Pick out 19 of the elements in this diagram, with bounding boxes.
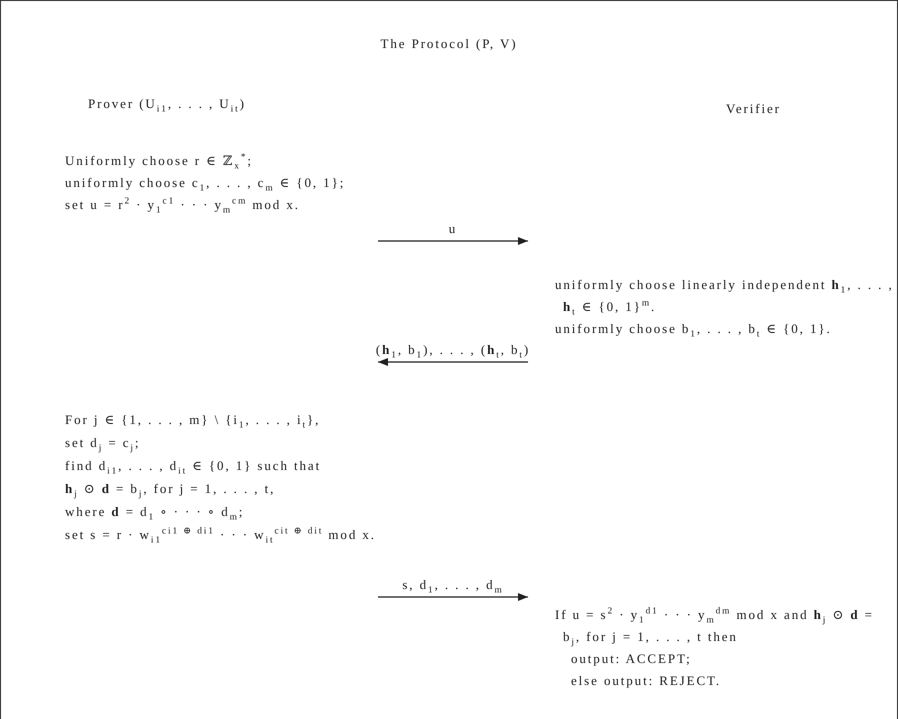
arrow (378, 237, 528, 245)
diagram-title: The Protocol (P, V) (380, 36, 518, 52)
protocol-step-text: uniformly choose c$_{1}$, . . . , c$_{m}$ ∈ {0, 1}; (65, 174, 346, 194)
protocol-step-text: Uniformly choose r ∈ ℤ$_{x}$$^{*}$; (65, 152, 254, 172)
column-heading: Verifier (726, 101, 781, 117)
protocol-step-text: set s = r · w$_{i1}$$^{ci1 ⊕ di1}$ · · · w$_{it}$$^{cit ⊕ dit}$ mod x. (65, 526, 377, 546)
protocol-step-text: set d$_{j}$ = c$_{j}$; (65, 434, 142, 454)
protocol-step-text: where d = d$_{1}$ ∘ · · · ∘ d$_{m}$; (65, 503, 246, 523)
protocol-step-text: uniformly choose b$_{1}$, . . . , b$_{t}$ ∈ {0, 1}. (555, 320, 833, 340)
protocol-step-text: output: ACCEPT; (570, 650, 693, 668)
protocol-step-text: h$_{j}$ ⊙ d = b$_{j}$, for j = 1, . . . , t, (65, 480, 276, 500)
protocol-step-text: find d$_{i1}$, . . . , d$_{it}$ ∈ {0, 1} such that (65, 457, 322, 477)
protocol-step-text: else output: REJECT. (570, 672, 722, 690)
protocol-step-text: For j ∈ {1, . . . , m} \ {i$_{1}$, . . . , i$_{t}$}, (65, 411, 322, 431)
column-heading: Prover (U$_{i1}$, . . . , U$_{it}$) (88, 96, 246, 112)
protocol-step-text: uniformly choose linearly independent h$_{1}$, . . . , h$_{t}$ ∈ {0, 1}$^{m}$. (555, 276, 895, 318)
arrow (378, 358, 528, 366)
arrow (378, 593, 528, 601)
protocol-step-text: set u = r$^{2}$ · y$_{1}$$^{c1}$ · · · y$_{m}$$^{cm}$ mod x. (65, 196, 301, 216)
